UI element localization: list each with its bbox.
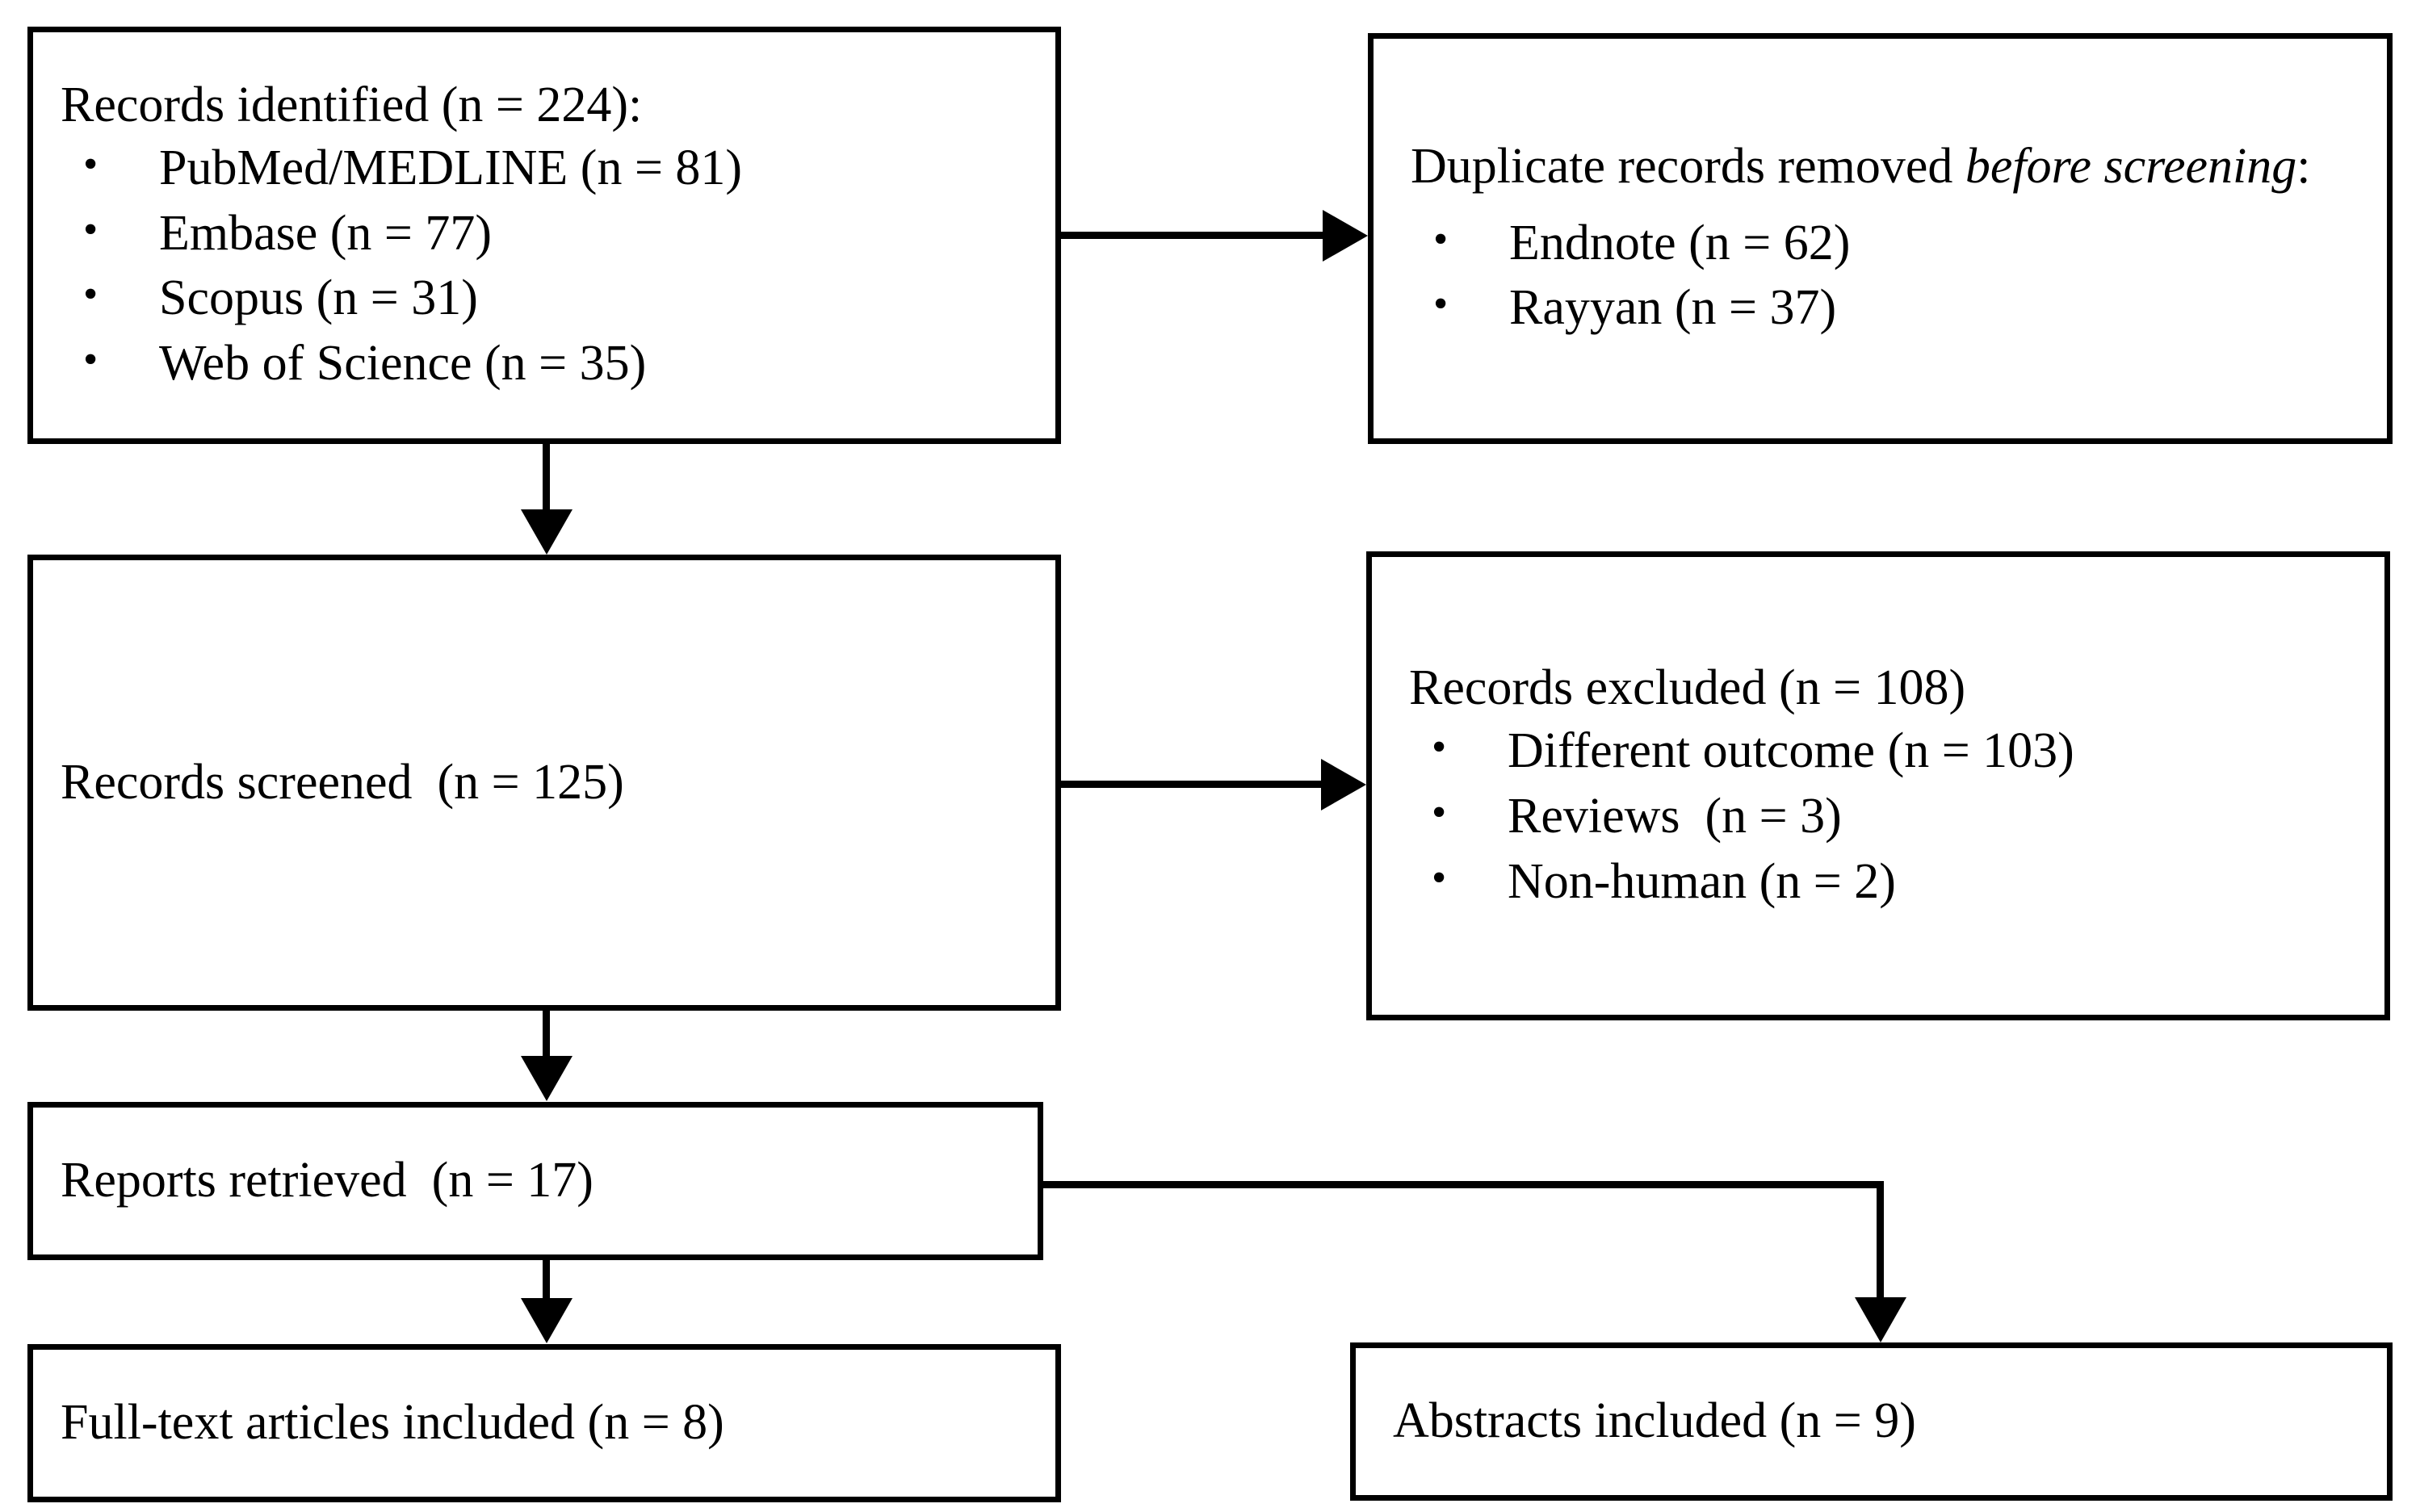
connector-reports-to-abstracts-horizontal <box>1043 1181 1884 1188</box>
list-item: Non-human (n = 2) <box>1409 848 2347 915</box>
full-text-included-heading: Full-text articles included (n = 8) <box>61 1395 724 1451</box>
box-records-excluded: Records excluded (n = 108) Different out… <box>1366 551 2390 1020</box>
duplicate-records-heading: Duplicate records removed before screeni… <box>1411 136 2350 198</box>
arrowhead-identified-to-screened <box>521 509 572 555</box>
list-item: Reviews (n = 3) <box>1409 782 2347 849</box>
arrowhead-screened-to-reports <box>521 1056 572 1101</box>
records-identified-heading: Records identified (n = 224): <box>61 77 643 132</box>
list-item: Embase (n = 77) <box>61 199 1028 266</box>
connector-screened-to-excluded <box>1060 781 1321 788</box>
list-item: Rayyan (n = 37) <box>1411 274 2350 341</box>
abstracts-included-heading: Abstracts included (n = 9) <box>1393 1393 1916 1449</box>
connector-reports-to-full-text <box>543 1260 550 1302</box>
box-duplicate-records-removed: Duplicate records removed before screeni… <box>1368 33 2393 444</box>
records-identified-sources: PubMed/MEDLINE (n = 81) Embase (n = 77) … <box>61 134 1028 396</box>
connector-screened-to-reports <box>543 1011 550 1061</box>
list-item: Scopus (n = 31) <box>61 264 1028 331</box>
arrowhead-identified-to-duplicates <box>1323 210 1368 262</box>
arrowhead-reports-to-abstracts <box>1855 1297 1906 1342</box>
list-item: PubMed/MEDLINE (n = 81) <box>61 134 1028 201</box>
box-records-screened: Records screened (n = 125) <box>27 555 1061 1011</box>
box-records-excluded-content: Records excluded (n = 108) Different out… <box>1372 658 2384 914</box>
box-abstracts-included: Abstracts included (n = 9) <box>1350 1342 2393 1501</box>
duplicate-records-heading-italic: before screening <box>1965 139 2297 195</box>
records-excluded-heading: Records excluded (n = 108) <box>1409 660 1966 715</box>
box-records-screened-content: Records screened (n = 125) <box>33 752 1055 814</box>
list-item: Different outcome (n = 103) <box>1409 717 2347 784</box>
box-records-identified-content: Records identified (n = 224): PubMed/MED… <box>33 75 1055 396</box>
box-reports-retrieved: Reports retrieved (n = 17) <box>27 1102 1043 1260</box>
duplicate-records-heading-tail: : <box>2296 139 2311 195</box>
arrowhead-reports-to-full-text <box>521 1298 572 1343</box>
duplicate-records-heading-plain: Duplicate records removed <box>1411 139 1965 195</box>
connector-identified-to-screened <box>543 443 550 516</box>
box-reports-retrieved-content: Reports retrieved (n = 17) <box>33 1150 1038 1212</box>
box-abstracts-included-content: Abstracts included (n = 9) <box>1356 1391 2387 1452</box>
reports-retrieved-heading: Reports retrieved (n = 17) <box>61 1153 593 1208</box>
duplicate-records-tools: Endnote (n = 62) Rayyan (n = 37) <box>1411 209 2350 341</box>
records-screened-heading: Records screened (n = 125) <box>61 754 624 810</box>
list-item: Web of Science (n = 35) <box>61 329 1028 396</box>
box-records-identified: Records identified (n = 224): PubMed/MED… <box>27 27 1061 444</box>
box-duplicate-records-removed-content: Duplicate records removed before screeni… <box>1374 136 2387 341</box>
list-item: Endnote (n = 62) <box>1411 209 2350 276</box>
connector-identified-to-duplicates <box>1060 232 1323 239</box>
box-full-text-included: Full-text articles included (n = 8) <box>27 1344 1061 1502</box>
box-full-text-included-content: Full-text articles included (n = 8) <box>33 1393 1055 1454</box>
connector-reports-to-abstracts-vertical <box>1877 1181 1884 1300</box>
arrowhead-screened-to-excluded <box>1321 759 1366 810</box>
records-excluded-reasons: Different outcome (n = 103) Reviews (n =… <box>1409 717 2347 915</box>
